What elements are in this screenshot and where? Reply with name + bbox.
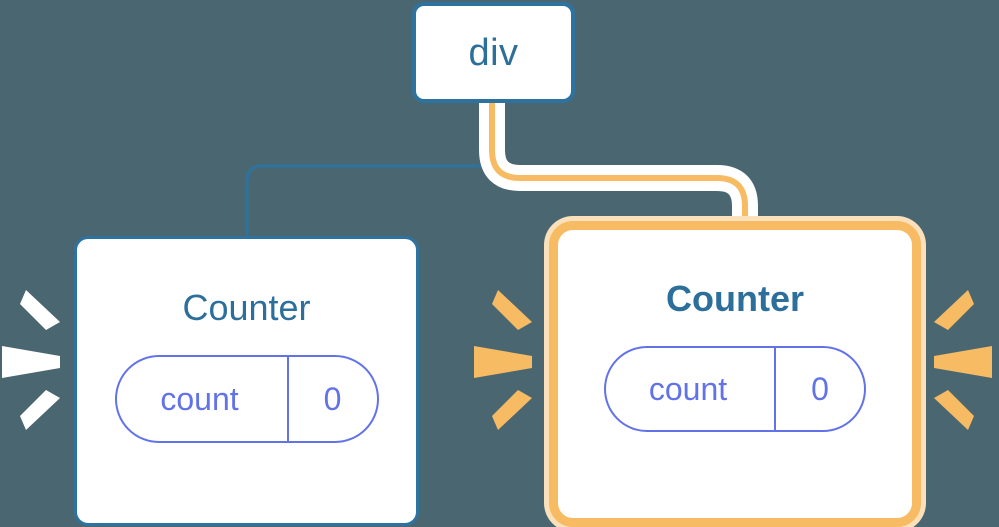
counter-left-title: Counter xyxy=(182,287,311,328)
node-counter-left[interactable]: Counter count 0 xyxy=(74,236,419,526)
node-div-label: div xyxy=(468,31,519,74)
counter-right-state-pill: count 0 xyxy=(604,346,866,432)
connector-wires xyxy=(245,100,758,240)
node-counter-right[interactable]: Counter count 0 xyxy=(549,221,921,527)
counter-left-state-key: count xyxy=(160,381,239,417)
counter-right-title: Counter xyxy=(666,278,804,319)
counter-left-state-value: 0 xyxy=(286,357,377,441)
edge-div-to-counter-right-halo xyxy=(479,100,758,232)
edge-div-to-counter-left xyxy=(245,101,494,240)
counter-right-state-key: count xyxy=(648,371,728,407)
edge-div-to-counter-right xyxy=(489,100,748,232)
counter-left-state-pill: count 0 xyxy=(114,355,379,443)
counter-right-state-value: 0 xyxy=(774,348,864,430)
node-div[interactable]: div xyxy=(412,2,575,103)
